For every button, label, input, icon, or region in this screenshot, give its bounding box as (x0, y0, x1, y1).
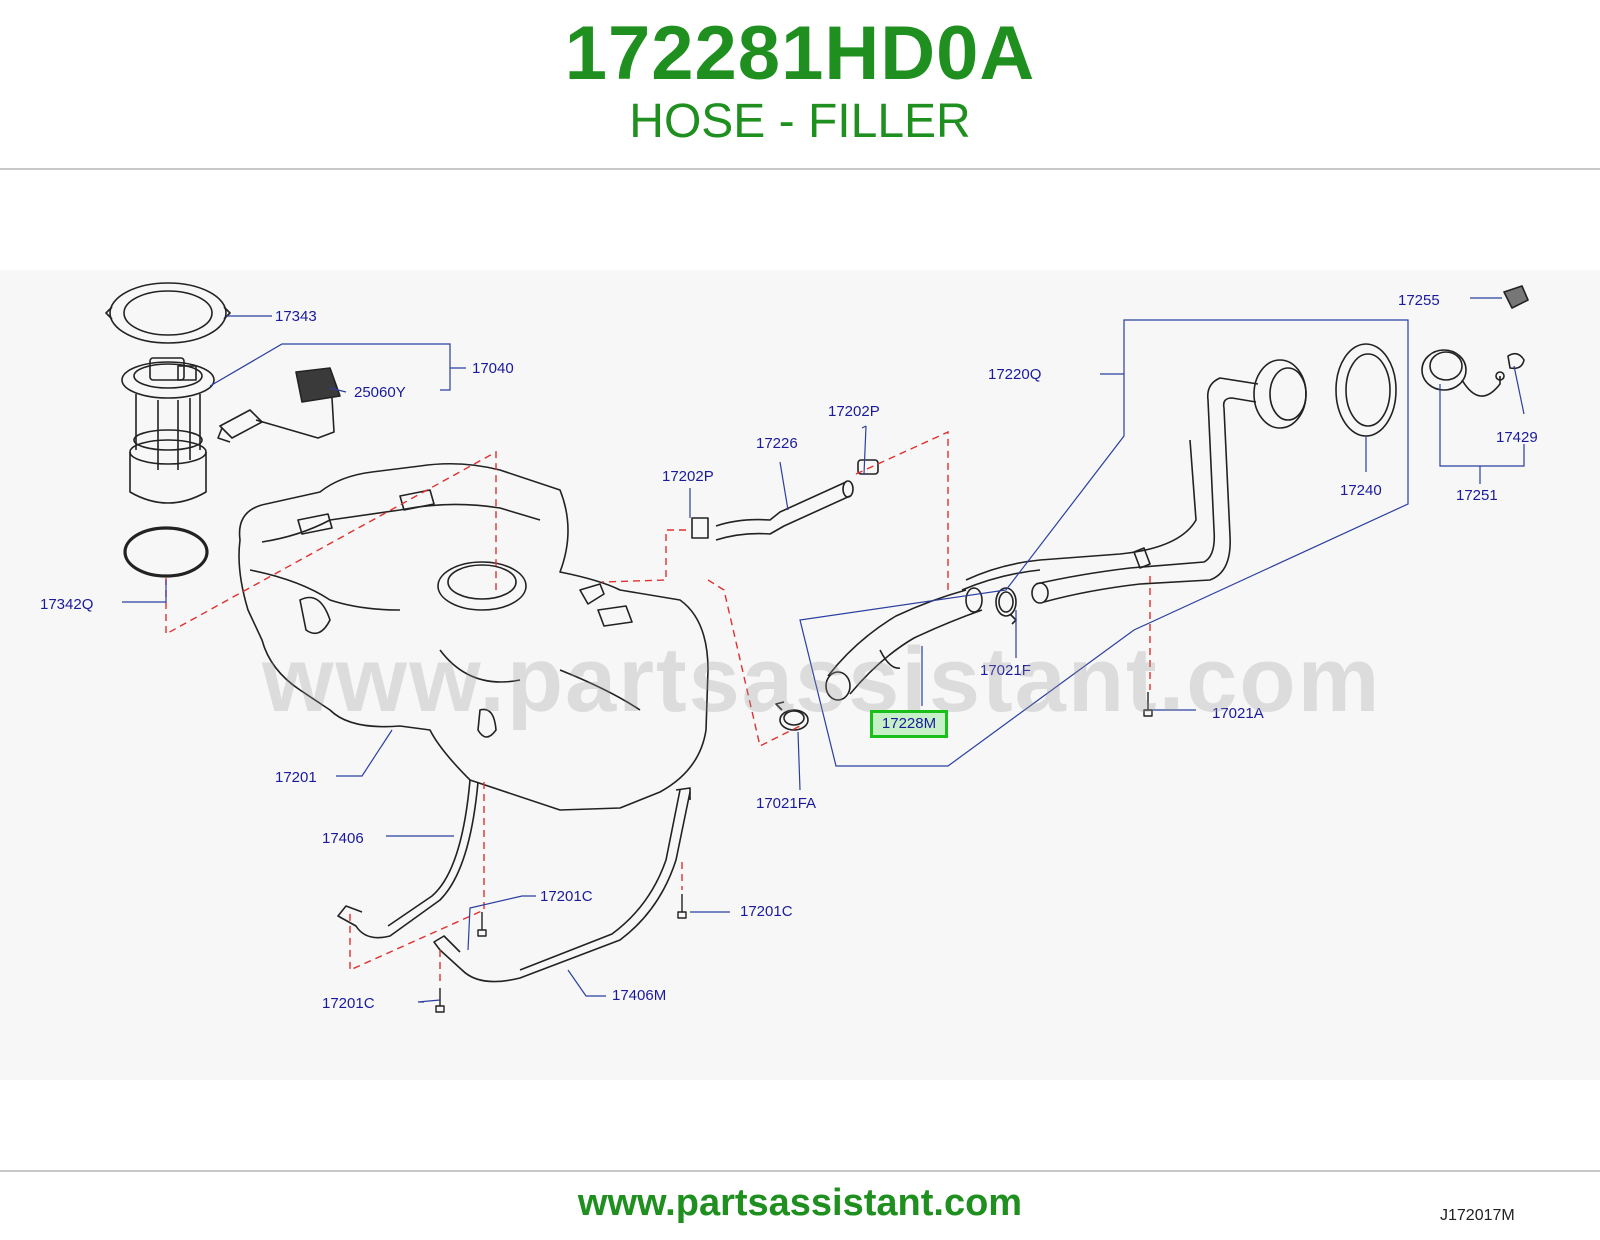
tank-strap-17406M-drawing (433, 787, 691, 983)
diagram-background (0, 270, 1600, 1080)
label-17240[interactable]: 17240 (1340, 482, 1382, 499)
fuel-level-sender-drawing (217, 367, 341, 443)
breather-hose-17226-drawing (691, 459, 879, 541)
watermark-text: www.partsassistant.com (262, 629, 1382, 731)
filler-seal-17240-drawing (1335, 343, 1397, 437)
plug-17429-drawing (1507, 352, 1525, 370)
label-17343[interactable]: 17343 (275, 308, 317, 325)
fuel-tank-drawing (238, 462, 709, 811)
label-17202P-left[interactable]: 17202P (662, 468, 714, 485)
label-17251[interactable]: 17251 (1456, 487, 1498, 504)
hose-clamp-17021F-drawing (995, 587, 1017, 625)
highlighted-part-label-17228M[interactable]: 17228M (870, 710, 948, 738)
assembly-dash-lines (165, 430, 1151, 986)
label-17226[interactable]: 17226 (756, 435, 798, 452)
label-17021F[interactable]: 17021F (980, 662, 1031, 679)
pump-gasket-ring-drawing (105, 282, 231, 344)
label-17406M[interactable]: 17406M (612, 987, 666, 1004)
label-25060Y[interactable]: 25060Y (354, 384, 406, 401)
diagram-artwork: 17343 17040 25060Y 17342Q 17201 17406 17… (40, 282, 1538, 1013)
filler-hose-17228M-drawing (825, 587, 983, 701)
parts-diagram: 17343 17040 25060Y 17342Q 17201 17406 17… (0, 170, 1600, 1224)
part-number-title: 172281HD0A (564, 11, 1036, 96)
label-17406[interactable]: 17406 (322, 830, 364, 847)
hose-clamp-17021FA-drawing (775, 701, 809, 731)
clip-17255-drawing (1503, 285, 1529, 309)
label-17342Q[interactable]: 17342Q (40, 596, 93, 613)
label-17429[interactable]: 17429 (1496, 429, 1538, 446)
label-17201[interactable]: 17201 (275, 769, 317, 786)
label-17201C-right[interactable]: 17201C (740, 903, 793, 920)
o-ring-drawing (123, 526, 209, 578)
part-name-subtitle: HOSE - FILLER (629, 95, 971, 148)
footer-divider (0, 1170, 1600, 1172)
label-17255[interactable]: 17255 (1398, 292, 1440, 309)
fuel-pump-assembly-drawing (121, 357, 215, 504)
label-17202P-right[interactable]: 17202P (828, 403, 880, 420)
header-divider (0, 168, 1600, 170)
label-17021FA[interactable]: 17021FA (756, 795, 816, 812)
bolt-drawings (435, 692, 1153, 1013)
label-17201C-lower[interactable]: 17201C (322, 995, 375, 1012)
diagram-code: J172017M (1440, 1207, 1515, 1224)
filler-cap-17251-drawing (1421, 349, 1505, 397)
label-17201C-upper[interactable]: 17201C (540, 888, 593, 905)
label-17021A[interactable]: 17021A (1212, 705, 1264, 722)
label-17220Q[interactable]: 17220Q (988, 366, 1041, 383)
leader-lines (122, 297, 1525, 1003)
page-header: 172281HD0A HOSE - FILLER (0, 0, 1600, 170)
part-labels: 17343 17040 25060Y 17342Q 17201 17406 17… (40, 292, 1538, 1012)
label-17040[interactable]: 17040 (472, 360, 514, 377)
filler-tube-17220Q-drawing (961, 359, 1307, 604)
tank-strap-17406-drawing (337, 779, 479, 939)
footer-website-url[interactable]: www.partsassistant.com (577, 1182, 1023, 1224)
